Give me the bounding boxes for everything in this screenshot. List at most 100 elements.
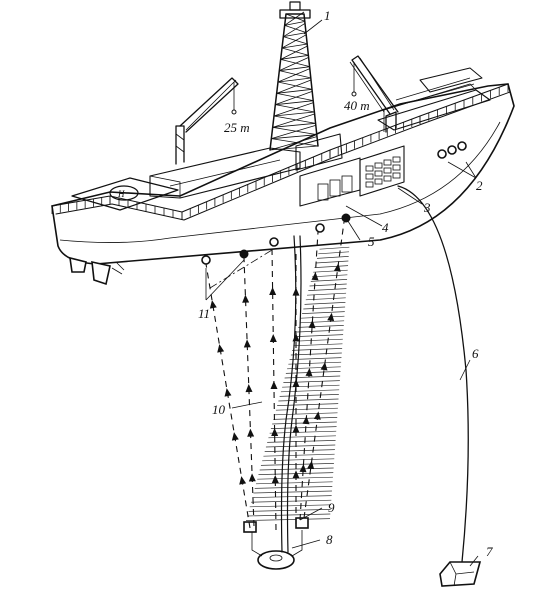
grille-cell — [383, 175, 392, 182]
derrick-brace — [280, 58, 310, 68]
beam-hatch-line — [248, 509, 331, 512]
crane-left — [175, 77, 239, 165]
derrick-brace — [283, 22, 306, 38]
beam-hatch-line — [298, 325, 344, 328]
signal-arrowhead — [305, 368, 313, 377]
beam-hatch-line — [247, 513, 331, 517]
derrick-brace — [281, 34, 307, 49]
derrick-brace — [273, 115, 316, 124]
derrick-brace — [269, 145, 319, 151]
signal-arrowhead — [292, 333, 300, 342]
vent-grille — [365, 156, 401, 188]
derrick-brace — [271, 138, 319, 147]
bridge-top — [419, 67, 483, 93]
derrick-brace — [276, 79, 312, 94]
beam-hatch-line — [285, 371, 341, 374]
signal-arrowhead — [247, 428, 255, 437]
crane-left-capacity: 25 т — [224, 120, 250, 135]
beam-hatch-line — [252, 495, 332, 498]
beam-hatch-line — [312, 274, 348, 278]
drilling-derrick — [269, 1, 319, 151]
grille-cell — [365, 173, 374, 180]
grille-cell — [365, 165, 374, 172]
acoustic-signal-paths — [205, 221, 345, 531]
deck-structures — [149, 67, 491, 207]
callout-derrick: 1 — [324, 8, 331, 23]
signal-arrowhead — [307, 460, 315, 470]
signal-arrowhead — [270, 381, 278, 390]
derrick-brace — [284, 24, 307, 34]
derrick-brace — [273, 102, 314, 117]
beam-hatch-line — [269, 430, 337, 434]
derrick-brace — [280, 45, 308, 60]
grille-cell — [365, 181, 374, 188]
signal-arrowhead — [292, 287, 300, 296]
derrick-brace — [284, 20, 306, 26]
signal-arrowhead — [292, 470, 300, 479]
beam-hatch-line — [290, 352, 342, 356]
beam-hatch-line — [287, 366, 341, 370]
derrick-brace — [276, 88, 313, 94]
anchor-cable — [397, 185, 469, 563]
deck-railing — [51, 84, 509, 220]
signal-arrowhead — [302, 416, 310, 425]
helideck-mark: H — [117, 189, 125, 199]
beam-hatch-line — [267, 440, 336, 443]
derrick-brace — [279, 56, 309, 72]
signal-arrowhead — [243, 339, 251, 348]
signal-arrowhead — [333, 263, 341, 272]
signal-arrowhead — [239, 476, 247, 485]
acoustic-beam-hatching — [245, 237, 351, 521]
beam-hatch-line — [305, 297, 346, 301]
beam-hatch-line — [314, 265, 349, 268]
beam-hatch-line — [283, 380, 340, 383]
beam-hatch-line — [289, 357, 342, 360]
beam-hatch-line — [255, 481, 333, 485]
derrick-brace — [271, 134, 317, 140]
beam-hatch-line — [292, 348, 343, 351]
derrick-brace — [269, 136, 317, 151]
callout-thrusters: 2 — [476, 178, 483, 193]
derrick-brace — [285, 13, 306, 22]
beam-hatch-line — [262, 458, 335, 462]
beam-hatch-line — [254, 486, 333, 489]
signal-arrowhead — [248, 473, 256, 482]
derrick-brace — [277, 81, 313, 90]
beam-hatch-line — [316, 256, 349, 259]
derrick-brace — [271, 124, 316, 140]
beam-hatch-line — [313, 269, 348, 273]
beam-hatch-line — [260, 463, 334, 466]
signal-arrowhead — [271, 475, 279, 484]
signal-arrowhead — [308, 320, 316, 329]
beam-hatch-line — [270, 426, 337, 429]
grille-cell — [392, 164, 401, 171]
beam-hatch-line — [318, 251, 350, 255]
beam-hatch-line — [309, 283, 347, 287]
crane-right-capacity: 40 т — [344, 98, 370, 113]
callout-seabed-beacons: 9 — [328, 500, 335, 515]
signal-arrowhead — [231, 432, 239, 441]
signal-arrowhead — [292, 379, 300, 387]
derrick-brace — [279, 70, 312, 79]
derrick-brace — [273, 111, 315, 117]
signal-arrowhead — [269, 287, 277, 296]
signal-arrowhead — [217, 344, 225, 353]
beam-hatch-line — [268, 435, 336, 439]
bow-thrusters — [437, 141, 467, 159]
signal-arrowhead — [311, 272, 319, 281]
hull-hydrophones — [201, 213, 351, 265]
beam-hatch-line — [315, 260, 349, 264]
leader-lines — [205, 19, 479, 567]
derrick-brace — [283, 36, 308, 45]
signal-arrowhead — [209, 300, 217, 309]
signal-arrowhead — [320, 362, 328, 371]
derrick-brace — [275, 100, 314, 106]
callout-beacon-unit-b: 5 — [368, 234, 375, 249]
derrick-brace — [272, 122, 316, 128]
callout-anchor: 7 — [486, 544, 493, 559]
derrick-brace — [275, 90, 313, 106]
beam-hatch-line — [303, 306, 346, 310]
beam-hatch-line — [263, 453, 335, 457]
derrick-brace — [281, 43, 308, 49]
grille-cell — [392, 156, 401, 163]
